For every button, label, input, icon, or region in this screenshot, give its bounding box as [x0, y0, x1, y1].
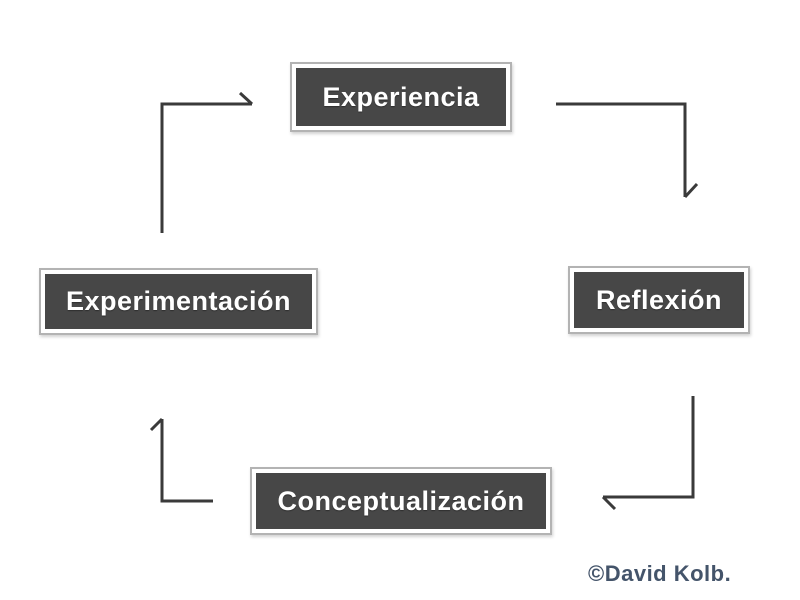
arrow-reflexion-to-conceptualizacion: [601, 396, 695, 511]
node-conceptualizacion: Conceptualización: [250, 467, 552, 535]
node-experiencia-label: Experiencia: [296, 68, 506, 126]
arrow-experimentacion-to-experiencia: [160, 91, 254, 233]
arrow-conceptualizacion-to-experimentacion: [149, 417, 213, 503]
node-experimentacion-label: Experimentación: [45, 274, 312, 329]
arrow-experiencia-to-reflexion: [556, 102, 699, 199]
node-conceptualizacion-label: Conceptualización: [256, 473, 546, 529]
node-experimentacion: Experimentación: [39, 268, 318, 335]
node-reflexion-label: Reflexión: [574, 272, 744, 328]
attribution-text: ©David Kolb.: [588, 561, 732, 586]
node-reflexion: Reflexión: [568, 266, 750, 334]
node-experiencia: Experiencia: [290, 62, 512, 132]
